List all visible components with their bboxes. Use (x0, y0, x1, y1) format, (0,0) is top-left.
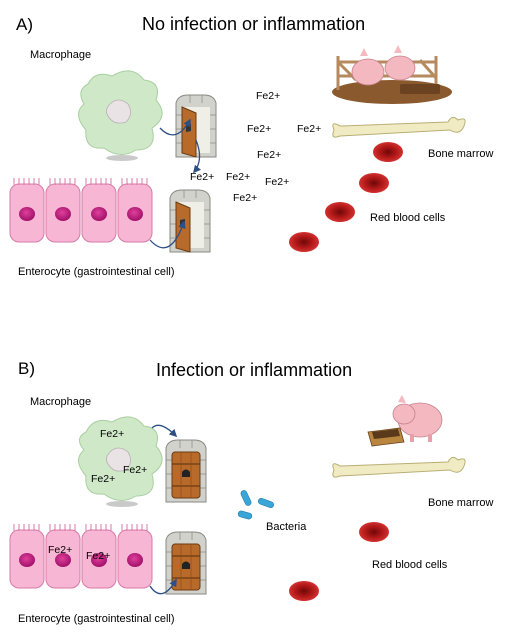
bacteria-b (237, 490, 274, 520)
iron-ion-label: Fe2+ (256, 90, 280, 102)
macrophage-b (78, 416, 163, 507)
enterocytes-b (9, 523, 153, 589)
panel-b-macrophage-label: Macrophage (30, 396, 91, 408)
bone-a (332, 116, 466, 138)
ferroportin-door-a-enterocyte (169, 189, 211, 253)
panel-a-bone-marrow-label: Bone marrow (428, 148, 493, 160)
bone-b (332, 456, 466, 478)
iron-ion-label: Fe2+ (247, 123, 271, 135)
panel-b-bacteria-label: Bacteria (266, 521, 307, 533)
iron-ion-label: Fe2+ (86, 550, 110, 562)
iron-ions-b: Fe2+ Fe2+ Fe2+ Fe2+ Fe2+ (48, 428, 147, 562)
panel-a-rbc-label: Red blood cells (370, 212, 446, 224)
panel-b-rbc-label: Red blood cells (372, 559, 448, 571)
iron-ion-label: Fe2+ (233, 192, 257, 204)
red-blood-cells-b (289, 522, 389, 601)
panel-b-bone-marrow-label: Bone marrow (428, 497, 493, 509)
panel-b-enterocyte-label: Enterocyte (gastrointestinal cell) (18, 613, 175, 625)
iron-export-arrows-a (149, 118, 201, 249)
ferroportin-door-b-enterocyte (165, 531, 207, 595)
ferroportin-door-a-macrophage (175, 94, 217, 158)
pig-hungry-b (367, 395, 443, 447)
panel-a-enterocyte-label: Enterocyte (gastrointestinal cell) (18, 266, 175, 278)
panel-a-macrophage-label: Macrophage (30, 49, 91, 61)
panel-b-letter: B) (18, 359, 35, 378)
iron-ion-label: Fe2+ (91, 473, 115, 485)
iron-ion-label: Fe2+ (48, 544, 72, 556)
pigs-eating-a (332, 45, 452, 104)
iron-ion-label: Fe2+ (257, 149, 281, 161)
iron-ion-label: Fe2+ (297, 123, 321, 135)
ferroportin-door-b-macrophage (165, 439, 207, 503)
iron-ions-a: Fe2+ Fe2+ Fe2+ Fe2+ Fe2+ Fe2+ Fe2+ Fe2+ (190, 90, 321, 204)
iron-ion-label: Fe2+ (265, 176, 289, 188)
macrophage-a (78, 70, 163, 161)
iron-ion-label: Fe2+ (123, 464, 147, 476)
panel-a-title: No infection or inflammation (142, 14, 365, 34)
panel-b-title: Infection or inflammation (156, 360, 352, 380)
iron-ion-label: Fe2+ (190, 171, 214, 183)
red-blood-cells-a (289, 142, 403, 252)
iron-ion-label: Fe2+ (100, 428, 124, 440)
enterocytes-a (9, 177, 153, 243)
panel-a-letter: A) (16, 15, 33, 34)
iron-ion-label: Fe2+ (226, 171, 250, 183)
blocked-arrows-b (149, 424, 178, 595)
